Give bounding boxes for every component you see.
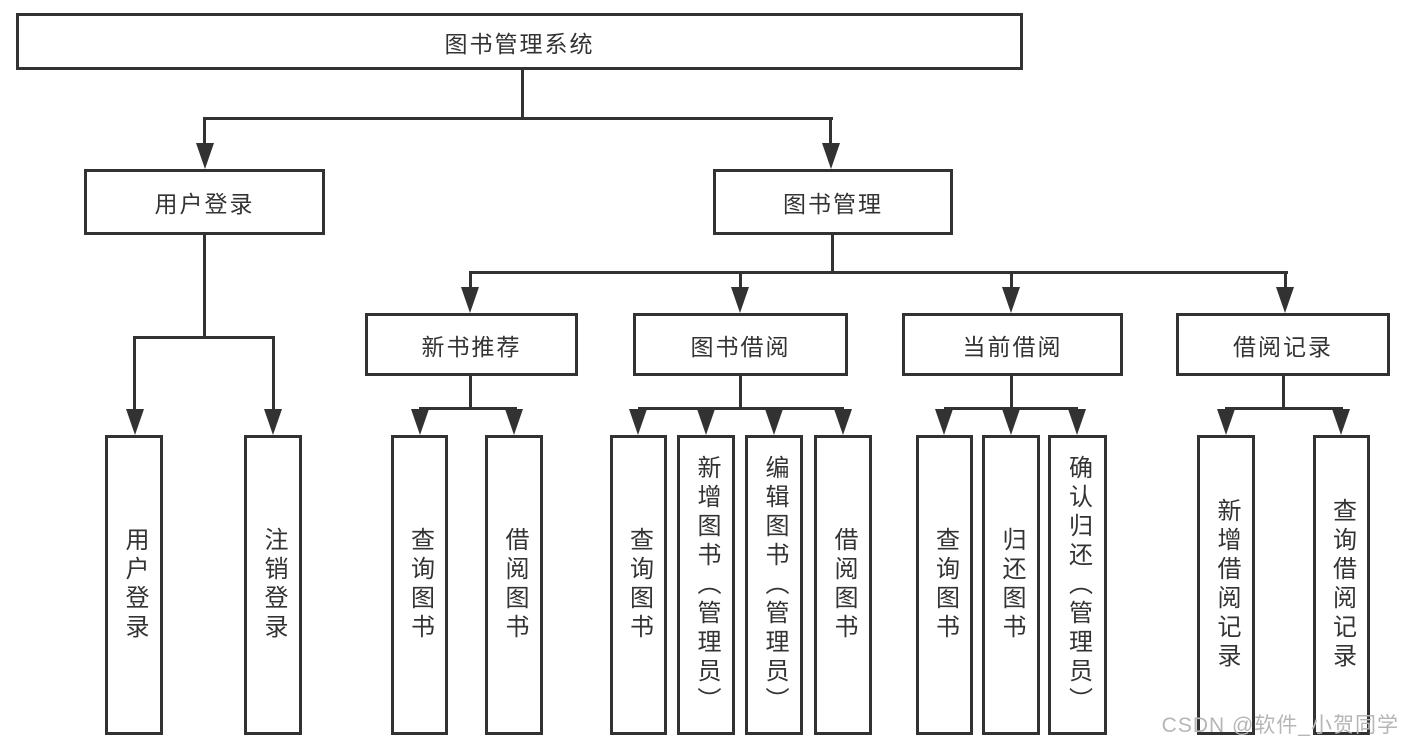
- connector-leaf-shaft: [133, 336, 136, 410]
- node-book-mgmt: 图书管理: [713, 169, 953, 235]
- node-book-borrow-label: 图书借阅: [690, 333, 791, 360]
- leaf-bb-query-books-label: 查询图书: [625, 527, 653, 643]
- leaf-bb-add-books-label: 新增图书（管理员）: [693, 454, 720, 716]
- arrow-down-icon: [411, 409, 429, 435]
- node-borrow-records-label: 借阅记录: [1233, 333, 1333, 360]
- leaf-nbr-borrow-books-label: 借阅图书: [501, 527, 528, 643]
- leaf-br-add-record: 新增借阅记录: [1197, 435, 1255, 735]
- connector-book-mgmt-bus: [469, 271, 1288, 274]
- arrow-down-icon: [822, 143, 840, 169]
- arrow-down-icon: [731, 287, 749, 313]
- leaf-nbr-query-books: 查询图书: [391, 435, 448, 735]
- leaf-user-login: 用户登录: [105, 435, 163, 735]
- leaf-br-query-record-label: 查询借阅记录: [1328, 498, 1356, 672]
- leaf-logout-label: 注销登录: [260, 527, 287, 643]
- arrow-down-icon: [264, 409, 282, 435]
- leaf-br-query-record: 查询借阅记录: [1313, 435, 1370, 735]
- arrow-down-icon: [697, 409, 715, 435]
- leaf-logout: 注销登录: [244, 435, 302, 735]
- arrow-down-icon: [196, 143, 214, 169]
- arrow-down-icon: [629, 409, 647, 435]
- connector-book-borrow-drop: [739, 376, 742, 409]
- connector-borrow-records-bus: [1225, 407, 1343, 410]
- node-borrow-records: 借阅记录: [1176, 313, 1390, 376]
- node-root-label: 图书管理系统: [444, 30, 595, 57]
- arrow-down-icon: [461, 287, 479, 313]
- arrow-down-icon: [765, 409, 783, 435]
- leaf-br-add-record-label: 新增借阅记录: [1213, 498, 1240, 672]
- arrow-down-icon: [935, 409, 953, 435]
- leaf-cb-confirm-return-label: 确认归还（管理员）: [1064, 454, 1092, 716]
- leaf-cb-return-books: 归还图书: [982, 435, 1040, 735]
- node-user-login: 用户登录: [84, 169, 325, 235]
- connector-book-borrow-bus: [638, 407, 844, 410]
- connector-book-mgmt-drop: [831, 235, 834, 274]
- leaf-bb-edit-books-label: 编辑图书（管理员）: [761, 454, 788, 716]
- connector-user-login-bus: [133, 336, 275, 339]
- csdn-watermark: CSDN @软件_小贺同学: [1161, 714, 1399, 737]
- node-current-borrow-label: 当前借阅: [962, 333, 1063, 360]
- node-root: 图书管理系统: [16, 13, 1023, 70]
- leaf-bb-query-books: 查询图书: [610, 435, 667, 735]
- arrow-down-icon: [1276, 287, 1294, 313]
- leaf-bb-add-books: 新增图书（管理员）: [677, 435, 735, 735]
- leaf-cb-confirm-return: 确认归还（管理员）: [1048, 435, 1107, 735]
- arrow-down-icon: [1217, 409, 1235, 435]
- leaf-bb-borrow-books-label: 借阅图书: [830, 527, 857, 643]
- node-book-borrow: 图书借阅: [633, 313, 848, 376]
- node-new-book-rec-label: 新书推荐: [421, 333, 522, 360]
- leaf-cb-query-books: 查询图书: [916, 435, 973, 735]
- connector-root-bus: [203, 117, 833, 120]
- connector-current-borrow-drop: [1010, 376, 1013, 409]
- connector-l3-shaft: [1284, 271, 1287, 291]
- connector-user-login-drop: [203, 235, 206, 336]
- arrow-down-icon: [1332, 409, 1350, 435]
- arrow-down-icon: [1002, 287, 1020, 313]
- connector-book-mgmt-shaft: [829, 117, 832, 147]
- connector-current-borrow-bus: [944, 407, 1078, 410]
- leaf-cb-return-books-label: 归还图书: [998, 527, 1025, 643]
- connector-l3-shaft: [469, 271, 472, 291]
- leaf-cb-query-books-label: 查询图书: [931, 527, 959, 643]
- connector-user-login-shaft: [203, 117, 206, 147]
- connector-root-drop: [521, 69, 524, 118]
- node-current-borrow: 当前借阅: [902, 313, 1123, 376]
- connector-new-book-rec-bus: [419, 407, 517, 410]
- leaf-bb-borrow-books: 借阅图书: [814, 435, 872, 735]
- connector-l3-shaft: [1010, 271, 1013, 291]
- node-user-login-label: 用户登录: [154, 191, 255, 217]
- leaf-bb-edit-books: 编辑图书（管理员）: [745, 435, 803, 735]
- connector-leaf-shaft: [272, 336, 275, 410]
- connector-new-book-rec-drop: [469, 376, 472, 409]
- arrow-down-icon: [834, 409, 852, 435]
- arrow-down-icon: [126, 409, 144, 435]
- node-book-mgmt-label: 图书管理: [783, 191, 883, 217]
- arrow-down-icon: [1002, 409, 1020, 435]
- arrow-down-icon: [1068, 409, 1086, 435]
- leaf-nbr-borrow-books: 借阅图书: [485, 435, 543, 735]
- connector-borrow-records-drop: [1282, 376, 1285, 409]
- connector-l3-shaft: [739, 271, 742, 291]
- node-new-book-rec: 新书推荐: [365, 313, 578, 376]
- arrow-down-icon: [505, 409, 523, 435]
- leaf-nbr-query-books-label: 查询图书: [406, 527, 434, 643]
- leaf-user-login-label: 用户登录: [121, 527, 148, 643]
